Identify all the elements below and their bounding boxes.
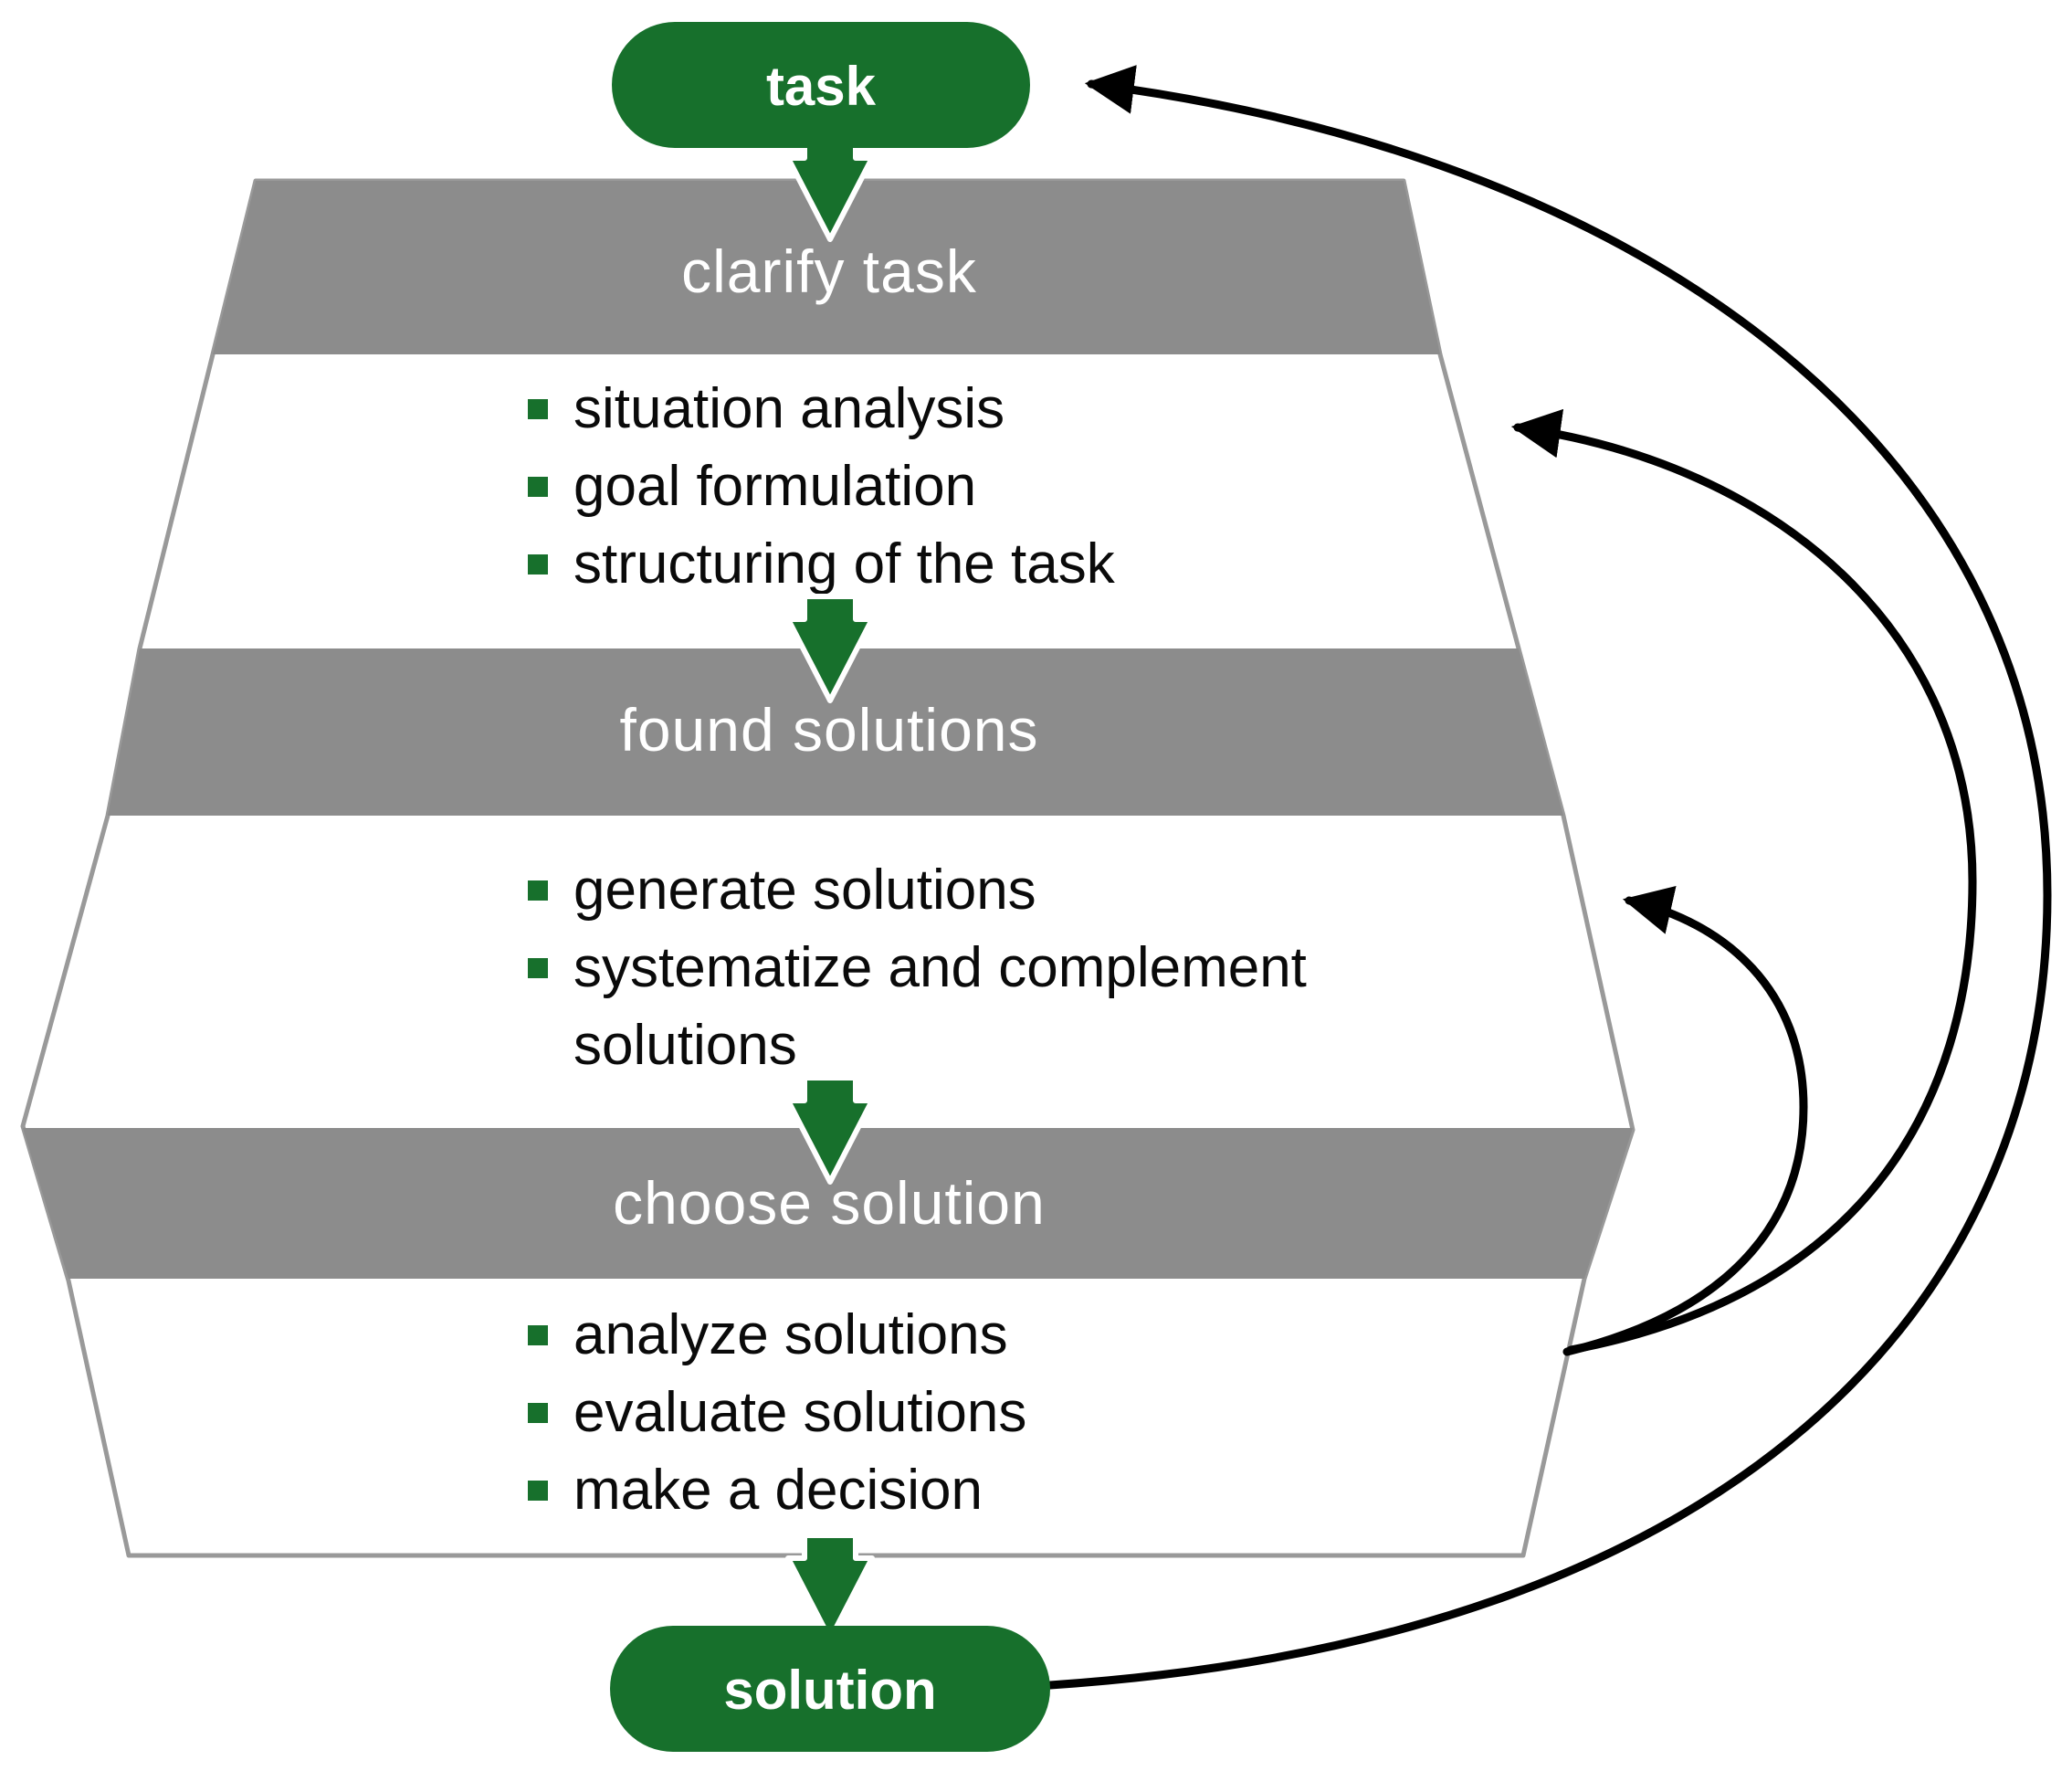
- bullet-item-continuation: solutions: [573, 1014, 797, 1077]
- bullet-square-icon: [528, 958, 548, 978]
- bullet-item: evaluate solutions: [573, 1381, 1026, 1444]
- bullet-item: goal formulation: [573, 455, 976, 518]
- down-arrow-icon: [785, 1075, 875, 1185]
- bullet-square-icon: [528, 399, 548, 419]
- stage-band-choose-solution: [23, 1128, 1633, 1279]
- bullet-item: situation analysis: [573, 377, 1004, 440]
- bullet-item: generate solutions: [573, 859, 1036, 922]
- bullet-square-icon: [528, 554, 548, 575]
- solution-node-label: solution: [723, 1660, 936, 1721]
- bullet-square-icon: [528, 477, 548, 497]
- bullet-item: structuring of the task: [573, 532, 1116, 596]
- bullet-square-icon: [528, 1325, 548, 1345]
- bullet-item: systematize and complement: [573, 936, 1307, 999]
- bullet-square-icon: [528, 1403, 548, 1423]
- task-node: [612, 22, 1030, 148]
- stage-label-clarify-task: clarify task: [681, 237, 977, 305]
- bullet-item: analyze solutions: [573, 1303, 1008, 1366]
- bullet-square-icon: [528, 880, 548, 901]
- down-arrow-icon: [785, 1533, 875, 1642]
- task-node-label: task: [766, 56, 877, 117]
- solution-node: [610, 1626, 1050, 1752]
- feedback-arc-to-clarify-task: [1510, 408, 1977, 1355]
- down-arrow-icon: [785, 594, 875, 703]
- stage-band-clarify-task: [213, 181, 1440, 354]
- bullet-item: make a decision: [573, 1459, 983, 1522]
- stage-band-found-solutions: [108, 648, 1563, 816]
- bullet-square-icon: [528, 1481, 548, 1501]
- stage-label-found-solutions: found solutions: [620, 696, 1039, 764]
- feedback-arc-to-found-solutions: [1562, 886, 1808, 1356]
- feedback-arc-solution-to-task: [1046, 65, 2052, 1690]
